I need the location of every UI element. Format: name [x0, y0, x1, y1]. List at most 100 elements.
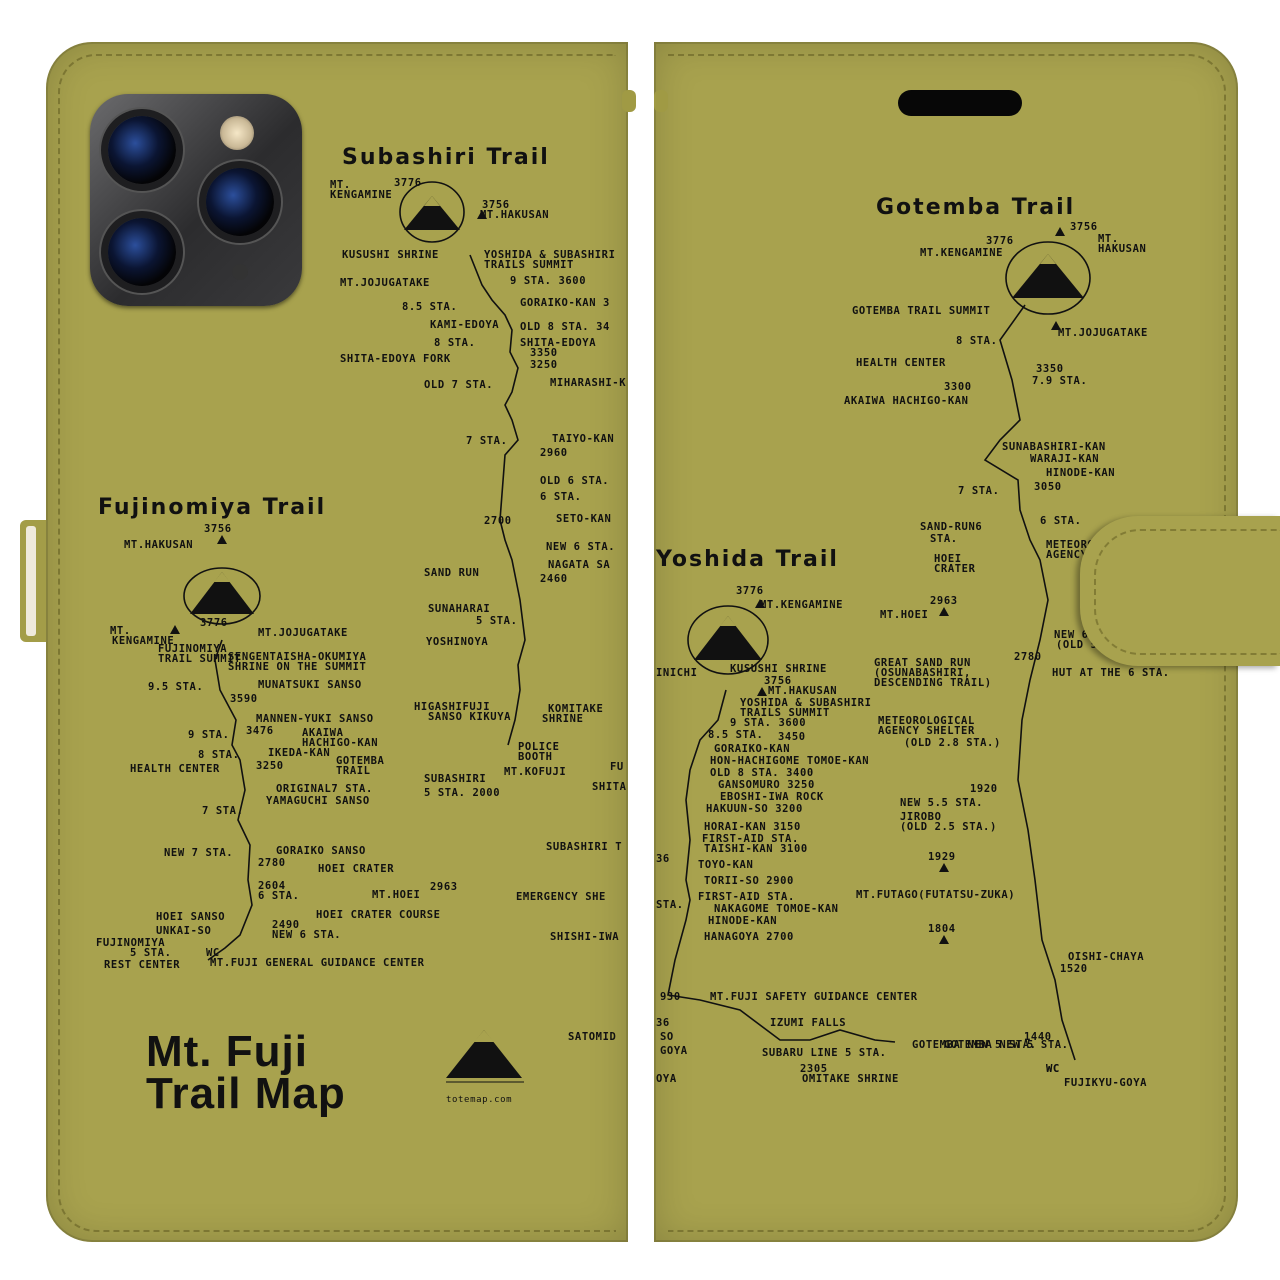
flash-icon	[220, 116, 254, 150]
gotemba-map-label: 2963	[930, 595, 958, 607]
yoshida-map-label: YOSHIDA & SUBASHIRI	[740, 697, 872, 709]
fujinomiya-map-label: MT.HOEI	[372, 889, 420, 901]
yoshida-summit-icon	[687, 605, 769, 675]
fujinomiya-map-label: FUJINOMIYA	[96, 937, 165, 949]
card-slot-edge	[26, 526, 36, 636]
yoshida-map-label: 930	[660, 991, 681, 1003]
yoshida-map-label: TORII-SO 2900	[704, 875, 794, 887]
gotemba-map-label: AGENCY SHELTER	[878, 725, 975, 737]
gotemba-map-label: NEW 5.5 STA.	[900, 797, 983, 809]
gotemba-summit-icon	[1005, 241, 1091, 315]
fujinomiya-map-label: 2780	[258, 857, 286, 869]
speaker-cutout	[898, 90, 1022, 116]
subashiri-map-label: YOSHIDA & SUBASHIRI	[484, 249, 616, 261]
gotemba-map-label: CRATER	[934, 563, 976, 575]
yoshida-map-label: SUBARU LINE 5 STA.	[762, 1047, 887, 1059]
yoshida-map-label: INICHI	[656, 667, 698, 679]
yoshida-map-label: GOTEMBA NEW 5 STA.	[912, 1039, 1037, 1051]
subashiri-map-label: SATOMID	[568, 1031, 616, 1043]
subashiri-map-label: MT.HAKUSAN	[480, 209, 549, 221]
yoshida-map-label: 3756	[764, 675, 792, 687]
fujinomiya-map-label: 7 STA.	[202, 805, 244, 817]
subashiri-map-label: 7 STA.	[466, 435, 508, 447]
subashiri-map-label: POLICE	[518, 741, 560, 753]
subashiri-map-label: KUSUSHI SHRINE	[342, 249, 439, 261]
gotemba-map-label: HEALTH CENTER	[856, 357, 946, 369]
subashiri-map-label: 5 STA. 2000	[424, 787, 500, 799]
yoshida-map-label: SO	[660, 1031, 674, 1043]
camera-lens-icon	[206, 168, 274, 236]
fujinomiya-map-label: MT.	[110, 625, 131, 637]
fujinomiya-map-label: HOEI SANSO	[156, 911, 225, 923]
fujinomiya-labels: 3756MT.HAKUSAN3776MT.KENGAMINEMT.JOJUGAT…	[96, 523, 458, 971]
gotemba-map-label: 3756	[1070, 221, 1098, 233]
fujinomiya-map-label: 3776	[200, 617, 228, 629]
fujinomiya-map-label: 6 STA.	[258, 890, 300, 902]
peak-triangle-icon	[170, 625, 180, 634]
fujinomiya-map-label: HOEI CRATER	[318, 863, 394, 875]
yoshida-map-label: GANSOMURO 3250	[718, 779, 815, 791]
subashiri-map-label: NEW 6 STA.	[546, 541, 615, 553]
fujinomiya-map-label: SENGENTAISHA-OKUMIYA	[228, 651, 367, 663]
gotemba-map-label: GOTEMBA TRAIL SUMMIT	[852, 305, 990, 317]
subashiri-map-label: MT.JOJUGATAKE	[340, 277, 430, 289]
gotemba-map-label: HINODE-KAN	[1046, 467, 1115, 479]
fujinomiya-map-label: TRAIL SUMMIT	[158, 653, 241, 665]
fujinomiya-map-label: WC	[206, 947, 220, 959]
fujinomiya-map-label: YAMAGUCHI SANSO	[266, 795, 370, 807]
subashiri-map-label: TAIYO-KAN	[552, 433, 614, 445]
subashiri-map-label: BOOTH	[518, 751, 553, 763]
yoshida-map-label: MT.FUJI SAFETY GUIDANCE CENTER	[710, 991, 918, 1003]
yoshida-map-label: GOYA	[660, 1045, 688, 1057]
yoshida-map-label: OLD 8 STA. 3400	[710, 767, 814, 779]
peak-triangle-icon	[755, 599, 765, 608]
gotemba-map-label: METEOROLOGICAL	[878, 715, 975, 727]
fujinomiya-map-label: 9 STA.	[188, 729, 230, 741]
yoshida-map-label: KUSUSHI SHRINE	[730, 663, 827, 675]
gotemba-map-label: 7.9 STA.	[1032, 375, 1087, 387]
subashiri-map-label: TRAILS SUMMIT	[484, 259, 574, 271]
yoshida-map-label: TRAILS SUMMIT	[740, 707, 830, 719]
yoshida-map-label: 3450	[778, 731, 806, 743]
fujinomiya-map-label: HOEI CRATER COURSE	[316, 909, 441, 921]
fujinomiya-map-label: GORAIKO SANSO	[276, 845, 366, 857]
camera-lens-icon	[108, 116, 176, 184]
gotemba-map-label: HAKUSAN	[1098, 243, 1146, 255]
yoshida-map-label: WC	[1046, 1063, 1060, 1075]
fujinomiya-map-label: 3250	[256, 760, 284, 772]
gotemba-map-label: MT.FUTAGO(FUTATSU-ZUKA)	[856, 889, 1015, 901]
gotemba-map-label: AKAIWA HACHIGO-KAN	[844, 395, 969, 407]
fujinomiya-map-label: 2963	[430, 881, 458, 893]
gotemba-map-label: 6 STA.	[1040, 515, 1082, 527]
fujinomiya-map-label: HEALTH CENTER	[130, 763, 220, 775]
subashiri-map-label: SETO-KAN	[556, 513, 611, 525]
yoshida-map-label: TOYO-KAN	[698, 859, 753, 871]
subashiri-map-label: SHRINE	[542, 713, 584, 725]
fujinomiya-map-label: 8 STA.	[198, 749, 240, 761]
subashiri-map-label: SHISHI-IWA	[550, 931, 619, 943]
yoshida-map-label: HORAI-KAN 3150	[704, 821, 801, 833]
yoshida-map-label: HINODE-KAN	[708, 915, 777, 927]
yoshida-map-label: EBOSHI-IWA ROCK	[720, 791, 824, 803]
yoshida-map-label: FIRST-AID STA.	[702, 833, 799, 845]
fujinomiya-map-label: 5 STA.	[130, 947, 172, 959]
gotemba-map-label: 2780	[1014, 651, 1042, 663]
subashiri-map-label: 3776	[394, 177, 422, 189]
fujinomiya-map-label: MT.JOJUGATAKE	[258, 627, 348, 639]
fujinomiya-map-label: MT.FUJI GENERAL GUIDANCE CENTER	[210, 957, 425, 969]
subashiri-map-label: KAMI-EDOYA	[430, 319, 499, 331]
yoshida-map-label: 3776	[736, 585, 764, 597]
fujinomiya-map-label: REST CENTER	[104, 959, 180, 971]
gotemba-map-label: (OLD 2.5 STA.)	[900, 821, 997, 833]
gotemba-map-label: 3776	[986, 235, 1014, 247]
yoshida-map-label: OYA	[656, 1073, 677, 1085]
subashiri-map-label: YOSHINOYA	[426, 636, 488, 648]
gotemba-map-label: 7 STA.	[958, 485, 1000, 497]
camera-module	[90, 94, 302, 306]
gotemba-map-label: 8 STA.	[956, 335, 998, 347]
yoshida-trail-title: Yoshida Trail	[655, 547, 839, 572]
peak-triangle-icon	[757, 687, 767, 696]
gotemba-map-label: 1440	[1024, 1031, 1052, 1043]
subashiri-map-label: 2960	[540, 447, 568, 459]
